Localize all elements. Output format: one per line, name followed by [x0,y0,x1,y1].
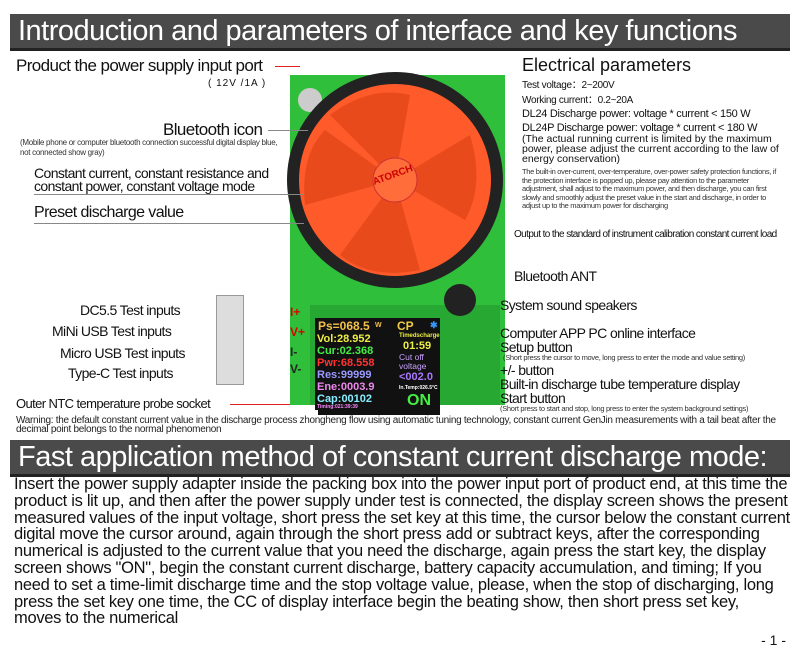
port-mark: V- [290,362,302,376]
label-speaker: System sound speakers [500,297,637,313]
label-start: Start button [500,390,566,406]
lcd-cutoff-label: Cut off voltage [399,352,427,371]
working-current: Working current：0.2~20A [522,95,634,106]
lcd-ps-unit: W [375,322,382,329]
lcd-cutoff: <002.0 [399,371,433,383]
dl24p-power: DL24P Discharge power: voltage * current… [522,122,758,134]
lcd-ene: Ene:0003.9 [317,381,375,393]
lcd-timed-label: Timedscharge [399,333,440,339]
label-pc: Computer APP PC online interface [500,325,696,341]
lcd-ps: Ps=068.5 [318,319,370,333]
port-mark: I- [290,345,298,359]
dl24-power: DL24 Discharge power: voltage * current … [522,108,751,120]
label-type-c: Type-C Test inputs [68,365,173,381]
section-title: Fast application method of constant curr… [10,440,790,477]
label-power-input: Product the power supply input port [16,56,263,75]
lcd-vol: Vol:28.952 [317,333,371,345]
lcd-res: Res:99999 [317,369,372,381]
electrical-title: Electrical parameters [522,55,692,75]
lcd-screen: Ps=068.5 W CP ✱ Vol:28.952 Cur:02.368 Pw… [315,318,440,410]
lcd-mode: CP [397,319,414,333]
label-mini-usb: MiNi USB Test inputs [52,323,172,339]
label-temp: Built-in discharge tube temperature disp… [500,376,740,392]
label-bt-ant: Bluetooth ANT [514,268,597,284]
label-modes: Constant current, constant resistance an… [34,165,269,194]
label-micro-usb: Micro USB Test inputs [60,345,185,361]
body-text: Insert the power supply adapter inside t… [14,475,790,628]
bluetooth-icon: ✱ [430,320,438,330]
speaker-icon [444,284,476,316]
label-power-spec: ( 12V /1A ) [208,78,267,89]
page-number: - 1 - [761,632,786,648]
test-voltage: Test voltage：2~200V [522,80,615,91]
lcd-cur: Cur:02.368 [317,345,374,357]
power-note: (The actual running current is limited b… [522,133,779,165]
label-bluetooth-icon: Bluetooth icon [163,120,263,139]
label-setup-note: (Short press the cursor to move, long pr… [503,353,745,362]
label-output: Output to the standard of instrument cal… [514,229,777,240]
label-ntc: Outer NTC temperature probe socket [16,396,211,411]
label-plusminus: +/- button [500,362,554,378]
header-title: Introduction and parameters of interface… [10,14,790,51]
lcd-time: 01:59 [403,340,432,352]
label-dc55: DC5.5 Test inputs [80,302,181,318]
label-setup: Setup button [500,339,573,355]
label-preset: Preset discharge value [34,204,184,221]
label-start-note: (Short press to start and stop, long pre… [500,404,749,413]
lcd-on: ON [407,392,431,409]
warning-text: Warning: the default constant current va… [16,415,776,435]
lcd-pwr: Pwr:68.558 [317,357,375,369]
electrical-parameters: Electrical parameters Test voltage：2~200… [522,55,797,211]
lcd-timing: Timing:021:39:39 [317,404,358,410]
test-input-connectors [216,295,244,385]
port-mark: V+ [290,325,306,339]
lcd-cap: Cap:00102 [317,393,373,405]
label-bluetooth-note: (Mobile phone or computer bluetooth conn… [20,138,278,157]
protection-note: The built-in over-current, over-temperat… [522,167,777,210]
lcd-temp: In.Temp:026.5°C [399,385,438,391]
port-mark: I+ [290,305,301,319]
